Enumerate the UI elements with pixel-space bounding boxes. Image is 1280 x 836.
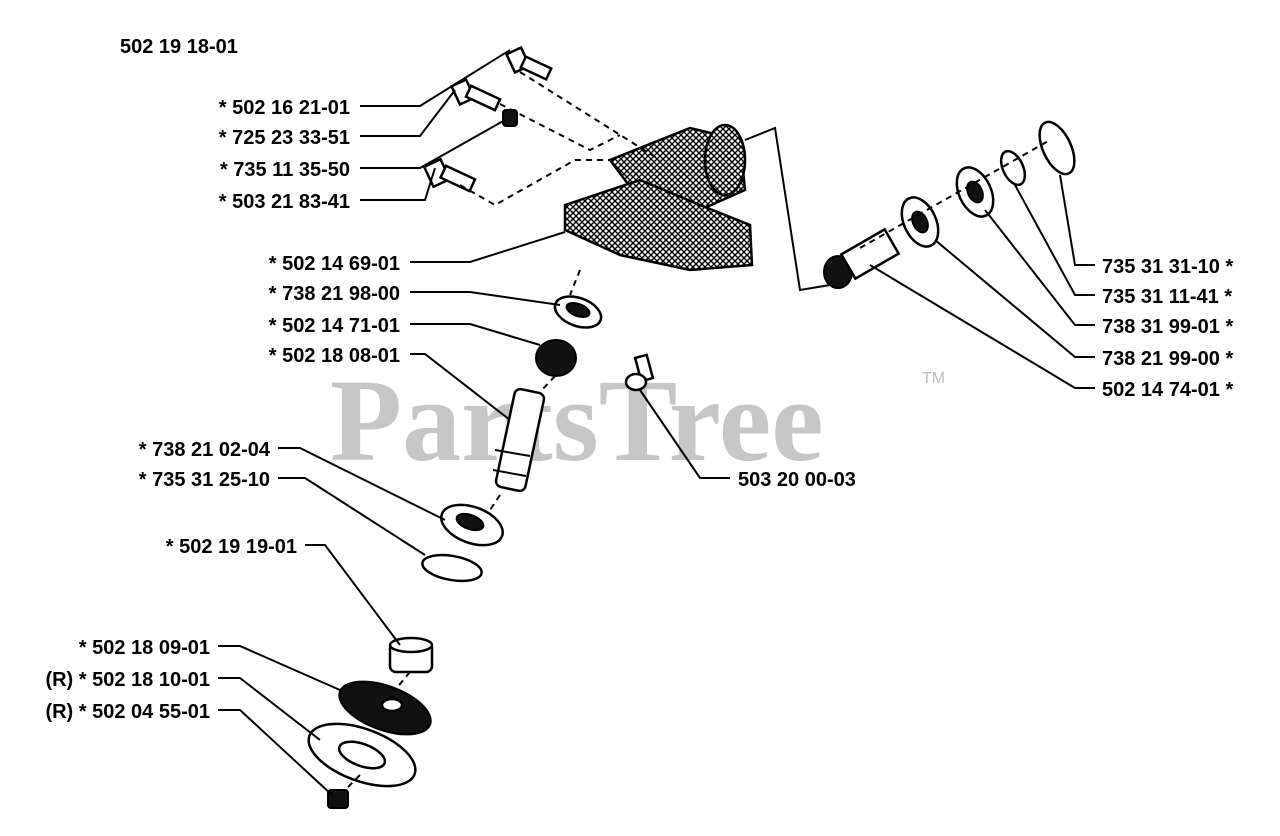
gear-housing-part bbox=[563, 123, 754, 272]
washer-right-part bbox=[999, 149, 1027, 187]
label-738-21-02-04: * 738 21 02-04 bbox=[139, 439, 271, 461]
label-502-14-74-01: 502 14 74-01 * bbox=[1102, 379, 1233, 401]
label-735-31-25-10: * 735 31 25-10 bbox=[139, 469, 270, 491]
housing-bracket-line bbox=[744, 126, 831, 292]
label-502-18-09-01: * 502 18 09-01 bbox=[79, 637, 210, 659]
label-502-14-71-01: * 502 14 71-01 bbox=[269, 315, 400, 337]
label-735-31-11-41: 735 31 11-41 * bbox=[1102, 286, 1232, 308]
snap-ring-right-part bbox=[1038, 120, 1076, 176]
label-738-21-99-00: 738 21 99-00 * bbox=[1102, 348, 1233, 370]
label-738-21-98-00: * 738 21 98-00 bbox=[269, 283, 400, 305]
snap-ring-lower-part bbox=[421, 553, 483, 583]
label-735-11-35-50: * 735 11 35-50 bbox=[220, 159, 350, 181]
assembly-number: 502 19 18-01 bbox=[120, 36, 238, 58]
pinion-gear-part bbox=[823, 227, 901, 289]
bearing-center-part bbox=[553, 295, 603, 329]
label-503-20-00-03: 503 20 00-03 bbox=[738, 469, 856, 491]
label-502-19-19-01: * 502 19 19-01 bbox=[166, 536, 297, 558]
label-502-18-08-01: * 502 18 08-01 bbox=[269, 345, 400, 367]
watermark-brand: PartsTree bbox=[330, 355, 824, 486]
bevel-gear-part bbox=[535, 339, 577, 377]
label-502-04-55-01: (R) * 502 04 55-01 bbox=[45, 701, 210, 723]
label-502-14-69-01: * 502 14 69-01 bbox=[269, 253, 400, 275]
label-502-18-10-01: (R) * 502 18 10-01 bbox=[45, 669, 210, 691]
bolt-left-part bbox=[449, 77, 502, 112]
small-nut-part bbox=[502, 109, 518, 127]
support-cup-part bbox=[307, 722, 417, 788]
label-738-31-99-01: 738 31 99-01 * bbox=[1102, 316, 1233, 338]
leader-lines bbox=[218, 49, 1095, 796]
label-502-16-21-01: * 502 16 21-01 bbox=[219, 97, 350, 119]
drive-disc-part bbox=[338, 680, 432, 736]
bolt-top-part bbox=[504, 45, 553, 82]
label-735-31-31-10: 735 31 31-10 * bbox=[1102, 256, 1233, 278]
label-503-21-83-41: * 503 21 83-41 bbox=[219, 191, 350, 213]
bearing-lower-part bbox=[440, 503, 504, 547]
output-shaft-part bbox=[492, 387, 546, 493]
spacer-part bbox=[388, 636, 434, 674]
bottom-nut-part bbox=[327, 789, 349, 809]
label-725-23-33-51: * 725 23 33-51 bbox=[219, 127, 350, 149]
bolt-lower-part bbox=[422, 157, 477, 193]
bearing-right-2-part bbox=[955, 166, 995, 218]
watermark-trademark: TM bbox=[922, 370, 945, 387]
screw-center-part bbox=[624, 353, 655, 392]
